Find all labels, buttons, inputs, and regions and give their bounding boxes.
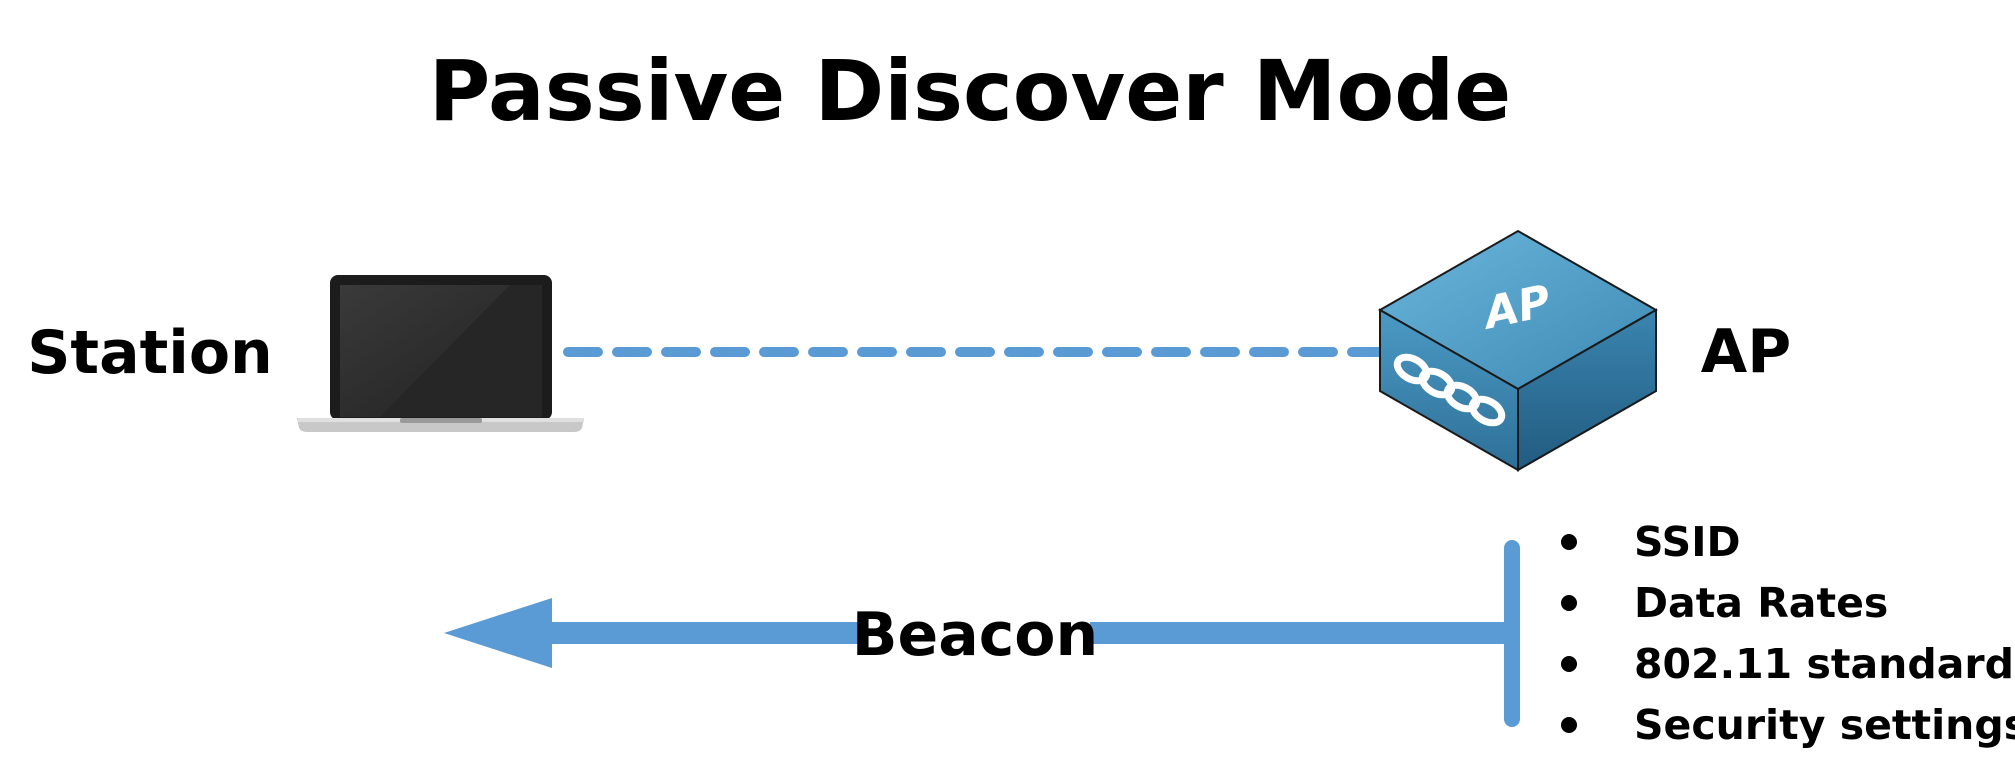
list-item-text: Security settings (1634, 701, 2015, 749)
list-item: SSID (1561, 518, 1741, 566)
bullet-icon (1561, 656, 1577, 672)
list-item: 802.11 standards (1561, 640, 2015, 688)
bullet-icon (1561, 595, 1577, 611)
station-label: Station (27, 318, 273, 388)
bullet-icon (1561, 534, 1577, 550)
list-item-text: SSID (1634, 518, 1741, 566)
chain-links-icon (1393, 353, 1506, 427)
diagram-title: Passive Discover Mode (429, 42, 1512, 140)
beacon-label-backing (862, 598, 1090, 670)
bullet-icon (1561, 717, 1577, 733)
list-item-text: 802.11 standards (1634, 640, 2015, 688)
beacon-arrow (444, 540, 1520, 727)
laptop-icon (297, 275, 584, 432)
list-item: Data Rates (1561, 579, 1888, 627)
ap-label: AP (1701, 317, 1791, 387)
beacon-contents-list: SSID Data Rates 802.11 standards Securit… (1561, 518, 2015, 749)
beacon-arrowhead (444, 598, 552, 668)
access-point-icon: AP (1377, 229, 1659, 472)
list-item: Security settings (1561, 701, 2015, 749)
beacon-label: Beacon (852, 600, 1098, 670)
list-item-text: Data Rates (1634, 579, 1888, 627)
